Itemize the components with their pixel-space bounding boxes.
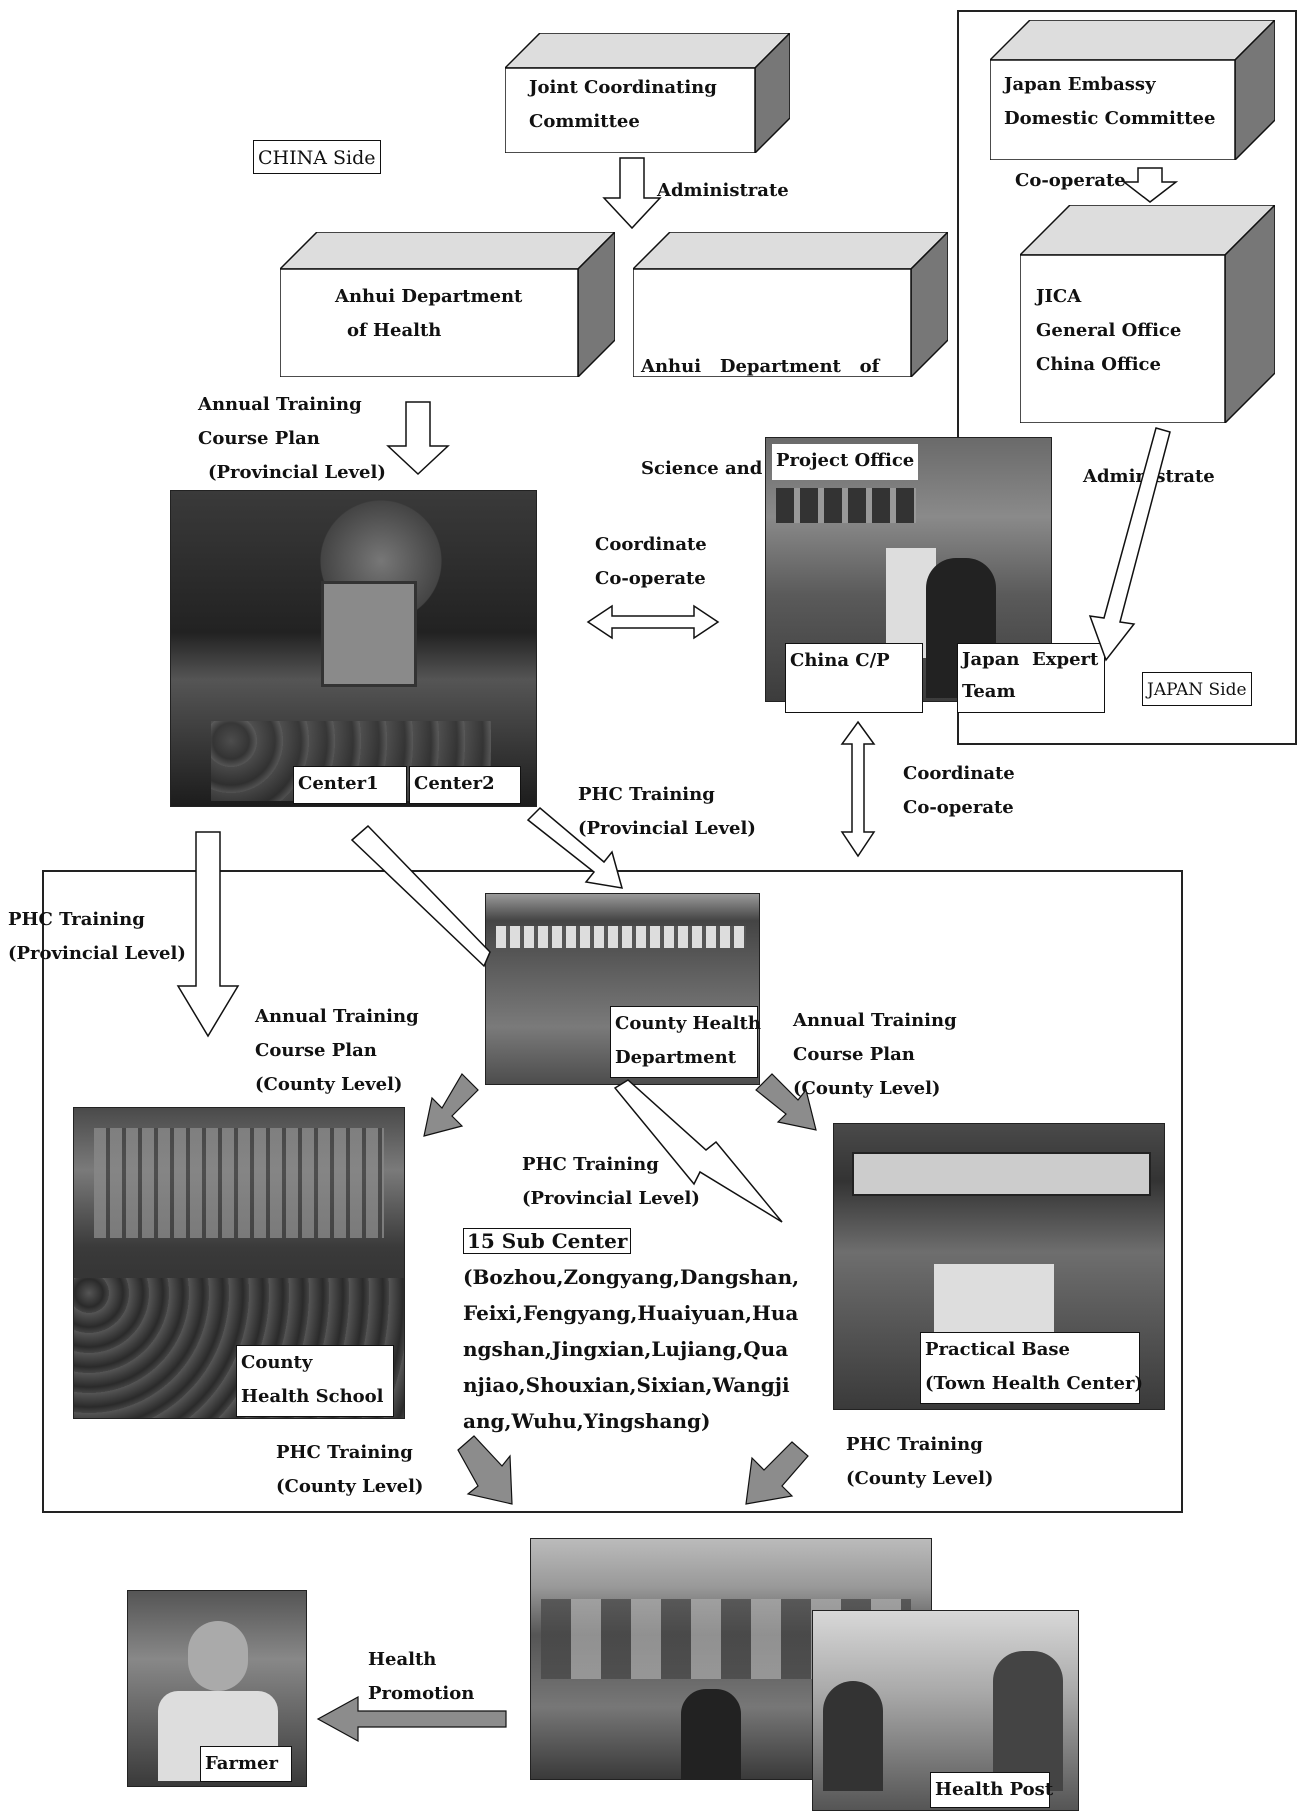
phc-prov-right-arrow bbox=[526, 806, 624, 889]
coordinate-v-arrow bbox=[840, 720, 876, 858]
phc-county-left-arrow bbox=[457, 1435, 513, 1505]
jet-line-1: Japan Expert bbox=[962, 649, 1099, 670]
anhui-science-box: Anhui Department of Science and Technolo… bbox=[633, 232, 948, 479]
administrate-label-jcc: Administrate bbox=[657, 180, 789, 201]
project-office-label: Project Office bbox=[772, 444, 919, 480]
health-promotion-arrow bbox=[316, 1695, 507, 1743]
atcc-r-line-1: Annual Training bbox=[793, 1010, 957, 1031]
atcp-line-3: (Provincial Level) bbox=[208, 462, 386, 483]
coord-h-line-1: Coordinate bbox=[595, 534, 707, 555]
administrate-arrow-jica bbox=[1088, 427, 1171, 662]
japan-expert-team-label: Japan Expert Team bbox=[957, 643, 1105, 713]
atcp-line-1: Annual Training bbox=[198, 394, 362, 415]
chd-line-1: County Health bbox=[615, 1013, 761, 1034]
china-cp-label: China C/P bbox=[785, 643, 923, 713]
jcc-line-1: Joint Coordinating bbox=[529, 77, 717, 98]
sub-center-block: 15 Sub Center (Bozhou,Zongyang,Dangshan,… bbox=[463, 1223, 799, 1439]
phcc-l-line-2: (County Level) bbox=[276, 1476, 424, 1497]
pb-line-1: Practical Base bbox=[925, 1339, 1070, 1360]
hp-line-1: Health bbox=[368, 1649, 437, 1670]
annual-training-prov-arrow bbox=[386, 401, 450, 476]
jica-box: JICA General Office China Office bbox=[1020, 205, 1275, 423]
phcp-l-line-1: PHC Training bbox=[8, 909, 145, 930]
coordinate-h-arrow bbox=[586, 604, 720, 640]
phcp-r-line-2: (Provincial Level) bbox=[578, 818, 756, 839]
jcc-line-2: Committee bbox=[529, 111, 640, 132]
coordinate-h-label: Coordinate Co-operate bbox=[595, 528, 707, 596]
sub-center-list-4: njiao,Shouxian,Sixian,Wangji bbox=[463, 1373, 790, 1397]
annual-county-left-arrow bbox=[423, 1073, 479, 1137]
center1-label: Center1 bbox=[293, 766, 407, 804]
health-post-label: Health Post bbox=[930, 1772, 1053, 1808]
county-health-school-label: County Health School bbox=[236, 1345, 394, 1417]
sub-center-list-1: (Bozhou,Zongyang,Dangshan, bbox=[463, 1265, 800, 1289]
phc-county-right-arrow bbox=[745, 1441, 809, 1505]
cooperate-arrow-japan bbox=[1121, 167, 1179, 203]
health-line-2: of Health bbox=[347, 320, 442, 341]
practical-base-label: Practical Base (Town Health Center) bbox=[920, 1332, 1143, 1404]
jica-line-1: JICA bbox=[1036, 286, 1082, 307]
chs-line-1: County bbox=[241, 1352, 313, 1373]
administrate-arrow-jcc bbox=[602, 157, 662, 230]
sub-center-list-2: Feixi,Fengyang,Huaiyuan,Hua bbox=[463, 1301, 799, 1325]
atcc-l-line-2: Course Plan bbox=[255, 1040, 377, 1061]
jica-line-3: China Office bbox=[1036, 354, 1161, 375]
farmer-label: Farmer bbox=[200, 1746, 292, 1782]
embassy-line-2: Domestic Committee bbox=[1004, 108, 1216, 129]
annual-county-right-arrow bbox=[755, 1073, 817, 1131]
hp-line-2: Promotion bbox=[368, 1683, 475, 1704]
japan-side-frame bbox=[957, 10, 1297, 745]
phcp-r-line-1: PHC Training bbox=[578, 784, 715, 805]
center2-label: Center2 bbox=[409, 766, 521, 804]
health-line-1: Anhui Department bbox=[335, 286, 523, 307]
japan-side-label: JAPAN Side bbox=[1142, 672, 1252, 706]
sub-center-title: 15 Sub Center bbox=[463, 1228, 632, 1254]
coordinate-v-label: Coordinate Co-operate bbox=[903, 757, 1015, 825]
coord-v-line-2: Co-operate bbox=[903, 797, 1014, 818]
phc-prov-mid-arrow bbox=[613, 1079, 783, 1223]
cooperate-label-japan: Co-operate bbox=[1015, 170, 1126, 191]
phc-county-right-label: PHC Training (County Level) bbox=[846, 1428, 993, 1496]
county-health-dept-label: County Health Department bbox=[610, 1006, 761, 1078]
anhui-health-box: Anhui Department of Health bbox=[280, 232, 615, 377]
jica-line-2: General Office bbox=[1036, 320, 1182, 341]
phc-prov-left-label: PHC Training (Provincial Level) bbox=[8, 903, 186, 971]
chs-line-2: Health School bbox=[241, 1386, 384, 1407]
phcc-l-line-1: PHC Training bbox=[276, 1442, 413, 1463]
sub-center-list-5: ang,Wuhu,Yingshang) bbox=[463, 1409, 711, 1433]
coord-h-line-2: Co-operate bbox=[595, 568, 706, 589]
atcp-line-2: Course Plan bbox=[198, 428, 320, 449]
health-promotion-label: Health Promotion bbox=[368, 1643, 474, 1711]
annual-training-prov-label: Annual Training Course Plan (Provincial … bbox=[198, 388, 386, 490]
annual-county-left-label: Annual Training Course Plan (County Leve… bbox=[255, 1000, 419, 1102]
atcc-r-line-3: (County Level) bbox=[793, 1078, 941, 1099]
japan-embassy-box: Japan Embassy Domestic Committee bbox=[990, 20, 1275, 160]
phc-county-left-label: PHC Training (County Level) bbox=[276, 1436, 423, 1504]
annual-county-right-label: Annual Training Course Plan (County Leve… bbox=[793, 1004, 957, 1106]
jet-line-2: Team bbox=[962, 681, 1016, 702]
science-line-1: Anhui Department of bbox=[641, 356, 880, 377]
phcc-r-line-2: (County Level) bbox=[846, 1468, 994, 1489]
phc-prov-left-arrow bbox=[176, 831, 240, 1038]
pb-line-2: (Town Health Center) bbox=[925, 1373, 1143, 1394]
phcc-r-line-1: PHC Training bbox=[846, 1434, 983, 1455]
phc-prov-right-label: PHC Training (Provincial Level) bbox=[578, 778, 756, 846]
phc-prov-mid-label: PHC Training (Provincial Level) bbox=[522, 1148, 700, 1216]
china-side-label: CHINA Side bbox=[253, 140, 381, 174]
sub-center-list-3: ngshan,Jingxian,Lujiang,Qua bbox=[463, 1337, 789, 1361]
joint-coordinating-committee-box: Joint Coordinating Committee bbox=[505, 33, 790, 153]
phcp-m-line-1: PHC Training bbox=[522, 1154, 659, 1175]
phcp-l-line-2: (Provincial Level) bbox=[8, 943, 186, 964]
phcp-m-line-2: (Provincial Level) bbox=[522, 1188, 700, 1209]
coord-v-line-1: Coordinate bbox=[903, 763, 1015, 784]
embassy-line-1: Japan Embassy bbox=[1004, 74, 1156, 95]
atcc-l-line-3: (County Level) bbox=[255, 1074, 403, 1095]
atcc-r-line-2: Course Plan bbox=[793, 1044, 915, 1065]
chd-line-2: Department bbox=[615, 1047, 737, 1068]
atcc-l-line-1: Annual Training bbox=[255, 1006, 419, 1027]
center-to-county-dept-arrow bbox=[350, 824, 491, 968]
